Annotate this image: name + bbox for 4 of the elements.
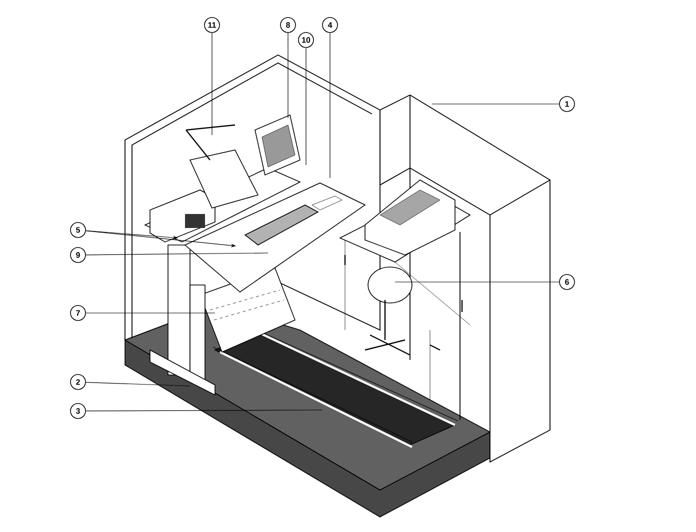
leader-line	[86, 312, 216, 314]
leader-line	[86, 252, 268, 256]
leader-line	[86, 410, 322, 412]
leader-line	[86, 382, 190, 386]
